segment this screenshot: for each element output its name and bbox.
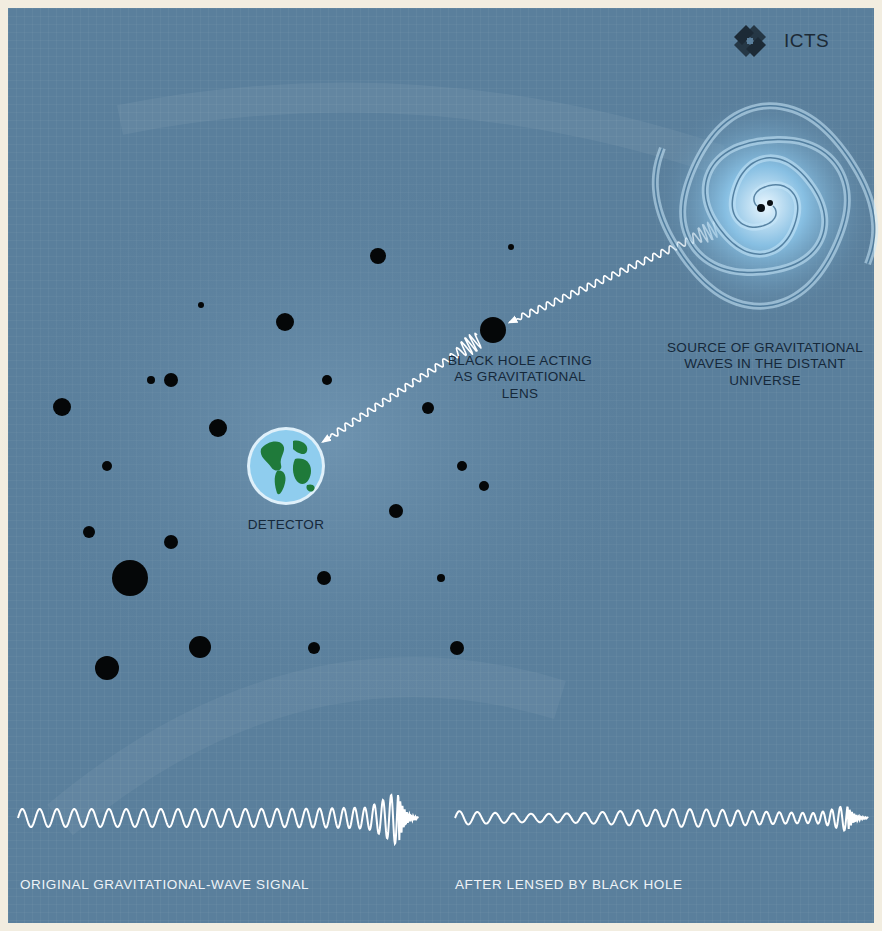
logo-text: ICTS <box>784 30 829 52</box>
spiral-shape <box>647 88 882 324</box>
black-hole-dot <box>189 636 211 658</box>
detector-earth: DETECTOR <box>216 427 356 533</box>
signal-caption: ORIGINAL GRAVITATIONAL-WAVE SIGNAL <box>20 877 309 892</box>
black-hole-dot <box>317 571 331 585</box>
black-hole-dot <box>322 375 332 385</box>
continent <box>293 459 311 485</box>
black-hole-dot <box>95 656 119 680</box>
binary-black-hole <box>767 200 773 206</box>
spiral-arm <box>655 140 847 307</box>
node-label: BLACK HOLE ACTING AS GRAVITATIONAL LENS <box>446 353 594 402</box>
black-hole-dot <box>102 461 112 471</box>
waveform-plots <box>18 795 868 844</box>
node-label: DETECTOR <box>221 517 351 533</box>
gravitational-wave-path <box>323 333 481 442</box>
spiral-arm <box>655 140 847 307</box>
earth-figure <box>247 427 325 505</box>
earth-halo <box>247 427 325 505</box>
black-hole-dot <box>147 376 155 384</box>
black-hole-dot <box>308 642 320 654</box>
black-hole-dot <box>83 526 95 538</box>
black-hole-dot <box>164 373 178 387</box>
continent <box>261 442 284 471</box>
signal-caption: AFTER LENSED BY BLACK HOLE <box>455 877 683 892</box>
background-glow <box>0 140 660 740</box>
black-hole-dot <box>198 302 204 308</box>
black-hole-dot <box>276 313 294 331</box>
gw-source: SOURCE OF GRAVITATIONAL WAVES IN THE DIS… <box>650 88 880 389</box>
background-swirl <box>60 677 560 820</box>
lens-black-hole <box>480 317 506 343</box>
black-hole-dot <box>389 504 403 518</box>
continent <box>275 471 286 495</box>
black-hole-dot <box>508 244 514 250</box>
black-hole-dot <box>437 574 445 582</box>
black-hole-dot <box>422 402 434 414</box>
black-hole-dot <box>370 248 386 264</box>
lens-black-hole-node: BLACK HOLE ACTING AS GRAVITATIONAL LENS <box>444 317 596 402</box>
lensed-waveform <box>455 807 868 831</box>
spiral-figure <box>647 88 882 324</box>
earth-ocean <box>250 430 322 502</box>
node-label: SOURCE OF GRAVITATIONAL WAVES IN THE DIS… <box>663 340 868 389</box>
hole-shape <box>480 317 506 343</box>
continent <box>306 484 314 491</box>
black-hole-field <box>53 244 514 680</box>
continent <box>293 441 307 454</box>
binary-black-hole <box>757 204 765 212</box>
black-hole-dot <box>53 398 71 416</box>
source-glow <box>651 92 879 320</box>
original-waveform <box>18 795 418 844</box>
black-hole-dot <box>112 560 148 596</box>
black-hole-dot <box>450 641 464 655</box>
earth-shape <box>247 427 325 505</box>
black-hole-dot <box>457 461 467 471</box>
hole-figure <box>480 317 506 343</box>
black-hole-dot <box>479 481 489 491</box>
black-hole-dot <box>164 535 178 549</box>
icts-logo <box>734 25 766 57</box>
background-swirl <box>120 98 720 161</box>
black-hole-dot <box>209 419 227 437</box>
